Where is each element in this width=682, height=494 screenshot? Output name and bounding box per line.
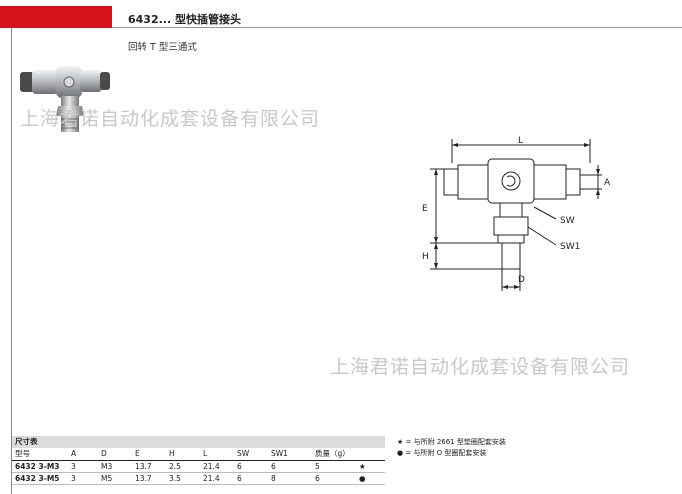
label-sw1: SW1 [560,242,580,252]
footnotes: ★ = 与所附 2661 型垫圈配套安装 ● = 与所附 O 型圈配套安装 [397,437,506,459]
cell-symbol: ★ [356,460,385,473]
table-title: 尺寸表 [12,436,385,448]
watermark: 上海君诺自动化成套设备有限公司 [20,108,321,130]
col-header: A [68,448,98,461]
page-title: 6432... 型快插管接头 [128,13,241,26]
watermark: 上海君诺自动化成套设备有限公司 [330,356,631,378]
col-header: D [98,448,132,461]
header-rule [112,27,682,28]
table-row: 6432 3-M5 3 M5 13.7 3.5 21.4 6 8 6 ● [12,472,385,485]
cell: 13.7 [132,472,166,485]
page-subtitle: 回转 T 型三通式 [128,42,197,53]
product-photo [20,66,110,132]
label-d: D [518,275,525,285]
col-header: 型号 [12,448,68,461]
left-rule [11,28,12,494]
brand-bar [0,6,112,28]
cell: 6 [268,460,312,473]
cell: 2.5 [166,460,200,473]
label-l: L [518,136,523,146]
label-sw: SW [560,216,575,226]
col-header: SW1 [268,448,312,461]
cell: 8 [268,472,312,485]
cell: 3 [68,460,98,473]
cell: 13.7 [132,460,166,473]
col-header: H [166,448,200,461]
technical-drawing: L A E H D SW SW1 [422,136,611,291]
dimension-table: 尺寸表 型号 A D E H L SW SW1 质量（g） 6432 3-M3 [12,436,385,485]
table-row: 6432 3-M3 3 M3 13.7 2.5 21.4 6 6 5 ★ [12,460,385,473]
cell: 5 [312,460,356,473]
cell: 6 [312,472,356,485]
cell: 6 [234,460,268,473]
cell-model: 6432 3-M5 [12,472,68,485]
cell: 3 [68,472,98,485]
cell: 6 [234,472,268,485]
cell: 21.4 [200,460,234,473]
cell: 21.4 [200,472,234,485]
label-a: A [604,178,611,188]
cell: M5 [98,472,132,485]
label-h: H [422,252,429,262]
cell: 3.5 [166,472,200,485]
col-header: SW [234,448,268,461]
footnote: ★ = 与所附 2661 型垫圈配套安装 [397,438,506,446]
col-header [356,448,385,461]
cell-model: 6432 3-M3 [12,460,68,473]
col-header: 质量（g） [312,448,356,461]
cell-symbol: ● [356,472,385,485]
col-header: E [132,448,166,461]
col-header: L [200,448,234,461]
cell: M3 [98,460,132,473]
footnote: ● = 与所附 O 型圈配套安装 [397,449,487,457]
label-e: E [422,204,428,214]
table-header-row: 型号 A D E H L SW SW1 质量（g） [12,448,385,461]
